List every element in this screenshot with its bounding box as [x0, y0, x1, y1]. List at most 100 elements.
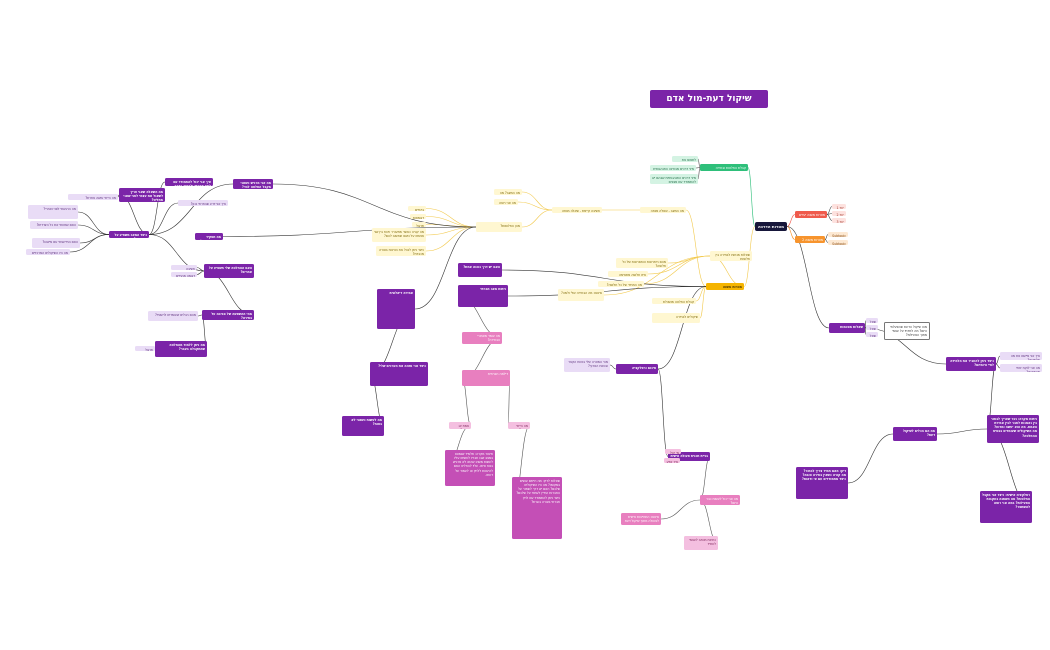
topic-l2[interactable]: מה הייתי עושה אחרת?: [68, 194, 118, 200]
topic-l8[interactable]: דוגמה מהחיים: [171, 272, 197, 277]
connector-r4-r6: [847, 433, 894, 484]
topic-p12[interactable]: ניתוח מצב חברתי: [458, 285, 508, 307]
topic-l4[interactable]: האם שמעתי את כל הצדדים?: [30, 221, 78, 229]
connector-r3-r3b: [995, 363, 1001, 369]
connector-y5-p1: [272, 183, 477, 228]
topic-g1[interactable]: קבלת החלטות ובחירה בהתנהגות: [700, 164, 748, 171]
connector-y5-yl1: [425, 208, 477, 228]
topic-l6[interactable]: מה היו השיקולים המרכזיים שלי?: [26, 249, 70, 255]
topic-ygoldc[interactable]: שיקולים לבחירה: [652, 313, 700, 323]
topic-pk1[interactable]: מה עומד מאחורי הבחירה?: [462, 332, 502, 344]
topic-r2a[interactable]: שאלה 1: [866, 318, 878, 323]
topic-r2[interactable]: שאלות מסכמות: [829, 323, 865, 333]
connector-p7-l9: [197, 314, 203, 317]
topic-l5[interactable]: האם התייעצתי עם מישהו?: [32, 238, 80, 248]
topic-g1a[interactable]: לתפוס את החלטה: [672, 156, 698, 162]
topic-p14[interactable]: סיכום ורפלקציה: [616, 364, 658, 374]
topic-r4[interactable]: מה הם הכלים לשיקול דעת?: [893, 427, 937, 441]
topic-p2[interactable]: איך אני יכול להתמודד עם לחץ חברתי ולבחור…: [165, 178, 213, 186]
connector-p3-l2: [117, 194, 120, 198]
topic-y6[interactable]: שאלות מנחות לבחירה בין חלופות: [710, 251, 752, 261]
topic-p5[interactable]: מה תפקיד הרגשות בקבלת החלטה?: [195, 233, 223, 240]
topic-mg2[interactable]: שאלות לדיון: מה הייתם עושים במקומו? מה ה…: [512, 477, 562, 539]
topic-y5[interactable]: מהן החלופות?: [476, 222, 522, 232]
topic-p7[interactable]: מהי ההשפעה של סביבה על בחירה?: [202, 310, 254, 320]
topic-pk3[interactable]: אמת או חובה?: [449, 422, 471, 429]
topic-l9[interactable]: מהם הכלים שעומדים לרשותי?: [148, 311, 198, 321]
topic-ygold[interactable]: מטרות משנה: [706, 283, 744, 290]
topic-yl1[interactable]: ביטויים: [408, 206, 426, 211]
topic-g1b[interactable]: מיני דרכים מבחינה התנהגותית: [650, 165, 696, 171]
topic-r5[interactable]: ניתוח מקרה: נער שצריך לבחור בין נאמנות ל…: [987, 415, 1039, 443]
topic-y3[interactable]: מה המצב? מה השאלה שמתעוררת?: [494, 189, 522, 195]
topic-y1[interactable]: מה המצב - שאלה מנחה: [640, 207, 686, 213]
topic-p11[interactable]: האם יש דרך נכונה אחת?: [458, 263, 502, 277]
topic-y7[interactable]: מהם היתרונות והחסרונות של כל חלופה?: [616, 258, 668, 268]
topic-l3[interactable]: מה הרגשתי לפני ואחרי?: [28, 205, 78, 219]
topic-o1[interactable]: מטרות משנה 2: [795, 236, 825, 243]
topic-p3[interactable]: מה השאלה שאני צריך לשאול את עצמי לפני שא…: [119, 188, 165, 202]
topic-r3[interactable]: כיצד ניתן להעביר את הלמידה לחיי היומיום?: [946, 357, 996, 371]
topic-l10[interactable]: תרגול בקבוצות: [135, 346, 155, 351]
connector-y5-yl5: [425, 226, 477, 252]
connector-y2-y3: [521, 191, 553, 211]
topic-r1a[interactable]: יעד 1: [832, 204, 846, 209]
topic-mg1[interactable]: תיאור מקרה: תלמיד שנמצא במצב שבו חבריו ל…: [445, 450, 495, 486]
topic-yl2[interactable]: דוגמאות: [410, 214, 426, 219]
topic-y2[interactable]: חשיבה קיימת - שאלה מנחה: [552, 207, 602, 213]
topic-c2[interactable]: מהי המטרה שלי בטווח הקצר ובטווח הארוך?: [564, 358, 610, 372]
connector-p6-l8: [196, 270, 205, 275]
topic-r1c[interactable]: יעד 3: [832, 218, 846, 223]
topic-p13[interactable]: אמירה דיאלוגית: [377, 289, 415, 329]
topic-r7[interactable]: רפלקציה אישית: כיצד אני מקבל החלטות? מה …: [980, 491, 1032, 523]
topic-y4[interactable]: מה אני רוצה להשיג?: [494, 199, 518, 205]
topic-r2c[interactable]: שאלה 3: [866, 332, 878, 337]
topic-o1b[interactable]: Subtopic 2: [828, 240, 848, 245]
topic-p6[interactable]: האם ההחלטה שלי תשפיע על אחרים?: [204, 264, 254, 278]
topic-c4[interactable]: מי יכול לעזור לי?: [665, 449, 681, 454]
topic-c6[interactable]: סיכום: התחייבות אישית לפעולה מתוך שיקול …: [621, 513, 661, 525]
topic-c7[interactable]: כתיבת מכתב לעצמי לעתיד: [684, 536, 718, 550]
topic-y8[interactable]: איזו חלופה מתאימה לערכים שלי?: [608, 271, 648, 277]
topic-yl4[interactable]: מה קורה כאשר מתעורר ויכוח בין שני אנשים …: [372, 228, 426, 242]
topic-yl5[interactable]: כיצד ניתן לנהל את הוויכוח בצורה מכבדת?: [376, 246, 426, 256]
connector-y5-yl4: [425, 226, 477, 236]
connector-y6-y7: [667, 255, 711, 264]
connector-p4-p6: [148, 234, 205, 272]
connector-p4-l3: [77, 211, 110, 235]
topic-g1c[interactable]: מיני דרכים התנהגותיות שבהם יש להתמודד עם…: [650, 174, 698, 184]
connector-p4-l6: [69, 234, 110, 253]
topic-l1[interactable]: איך אני יודע שבחרתי נכון?: [178, 200, 228, 206]
topic-c3[interactable]: מה אני יכול לעשות כבר היום?: [700, 495, 740, 505]
topic-p10[interactable]: מה לעשות כשאני לא בטוח?: [342, 416, 384, 436]
connector-g1-g1b: [695, 167, 701, 169]
topic-yl3[interactable]: תרגול: [412, 222, 426, 227]
connector-p14-c2: [609, 364, 617, 370]
topic-r2w[interactable]: מהו שיקול הדעת שהפעלתי היום? מה למדתי על…: [884, 322, 930, 340]
topic-r1[interactable]: מטרות משנה יעדים: [795, 211, 827, 218]
topic-o1a[interactable]: Subtopic 1: [828, 232, 848, 237]
topic-l7[interactable]: חשיבה ביקורתית: [171, 265, 197, 270]
topic-p1[interactable]: מה אני מרגיש כשאני מקבל החלטה לבד?: [233, 179, 273, 189]
connector-p4-l1: [148, 202, 179, 235]
topic-r6[interactable]: דיון: האם תמיד צריך לבחור? מה קורה כשאין…: [796, 467, 848, 499]
connector-p4-l5: [79, 234, 110, 244]
topic-pk2[interactable]: דילמה חברתית: [462, 370, 510, 386]
topic-r1b[interactable]: יעד 2: [832, 211, 846, 216]
topic-p8[interactable]: מה ניתן ללמוד מהחלטה שהתקבלה בעבר?: [155, 341, 207, 357]
connector-p4-l4: [77, 224, 110, 235]
topic-r2b[interactable]: שאלה 2: [866, 325, 878, 330]
central-topic[interactable]: מטרות הדרכה: [755, 222, 787, 231]
topic-ygold2[interactable]: קבלת החלטה מושכלת: [652, 298, 696, 304]
topic-r3b[interactable]: מה אני לוקח איתי מהמפגש?: [1000, 364, 1042, 372]
topic-pk4[interactable]: מה הייתי עושה?: [508, 422, 530, 429]
map-title[interactable]: שיקול דעת-מול אדם: [650, 90, 768, 108]
topic-p9[interactable]: כיצד אני מזהה את הערכים שלי?: [370, 362, 428, 386]
topic-p4[interactable]: כיצד המצב משפיע על הבחירה?: [109, 231, 149, 238]
topic-y10[interactable]: סיכום: מה הבחירה שלי ולמה?: [558, 289, 604, 301]
topic-r3a[interactable]: איך אני מיישם את מה שלמדתי?: [1000, 352, 1042, 360]
topic-y9[interactable]: מה המחיר של כל חלופה?: [598, 281, 644, 287]
topic-c1[interactable]: בניית תכנית פעולה אישית: [668, 452, 710, 461]
topic-c5[interactable]: איך אדע שהצלחתי?: [664, 458, 680, 463]
connector-ygold-y1: [685, 209, 707, 287]
